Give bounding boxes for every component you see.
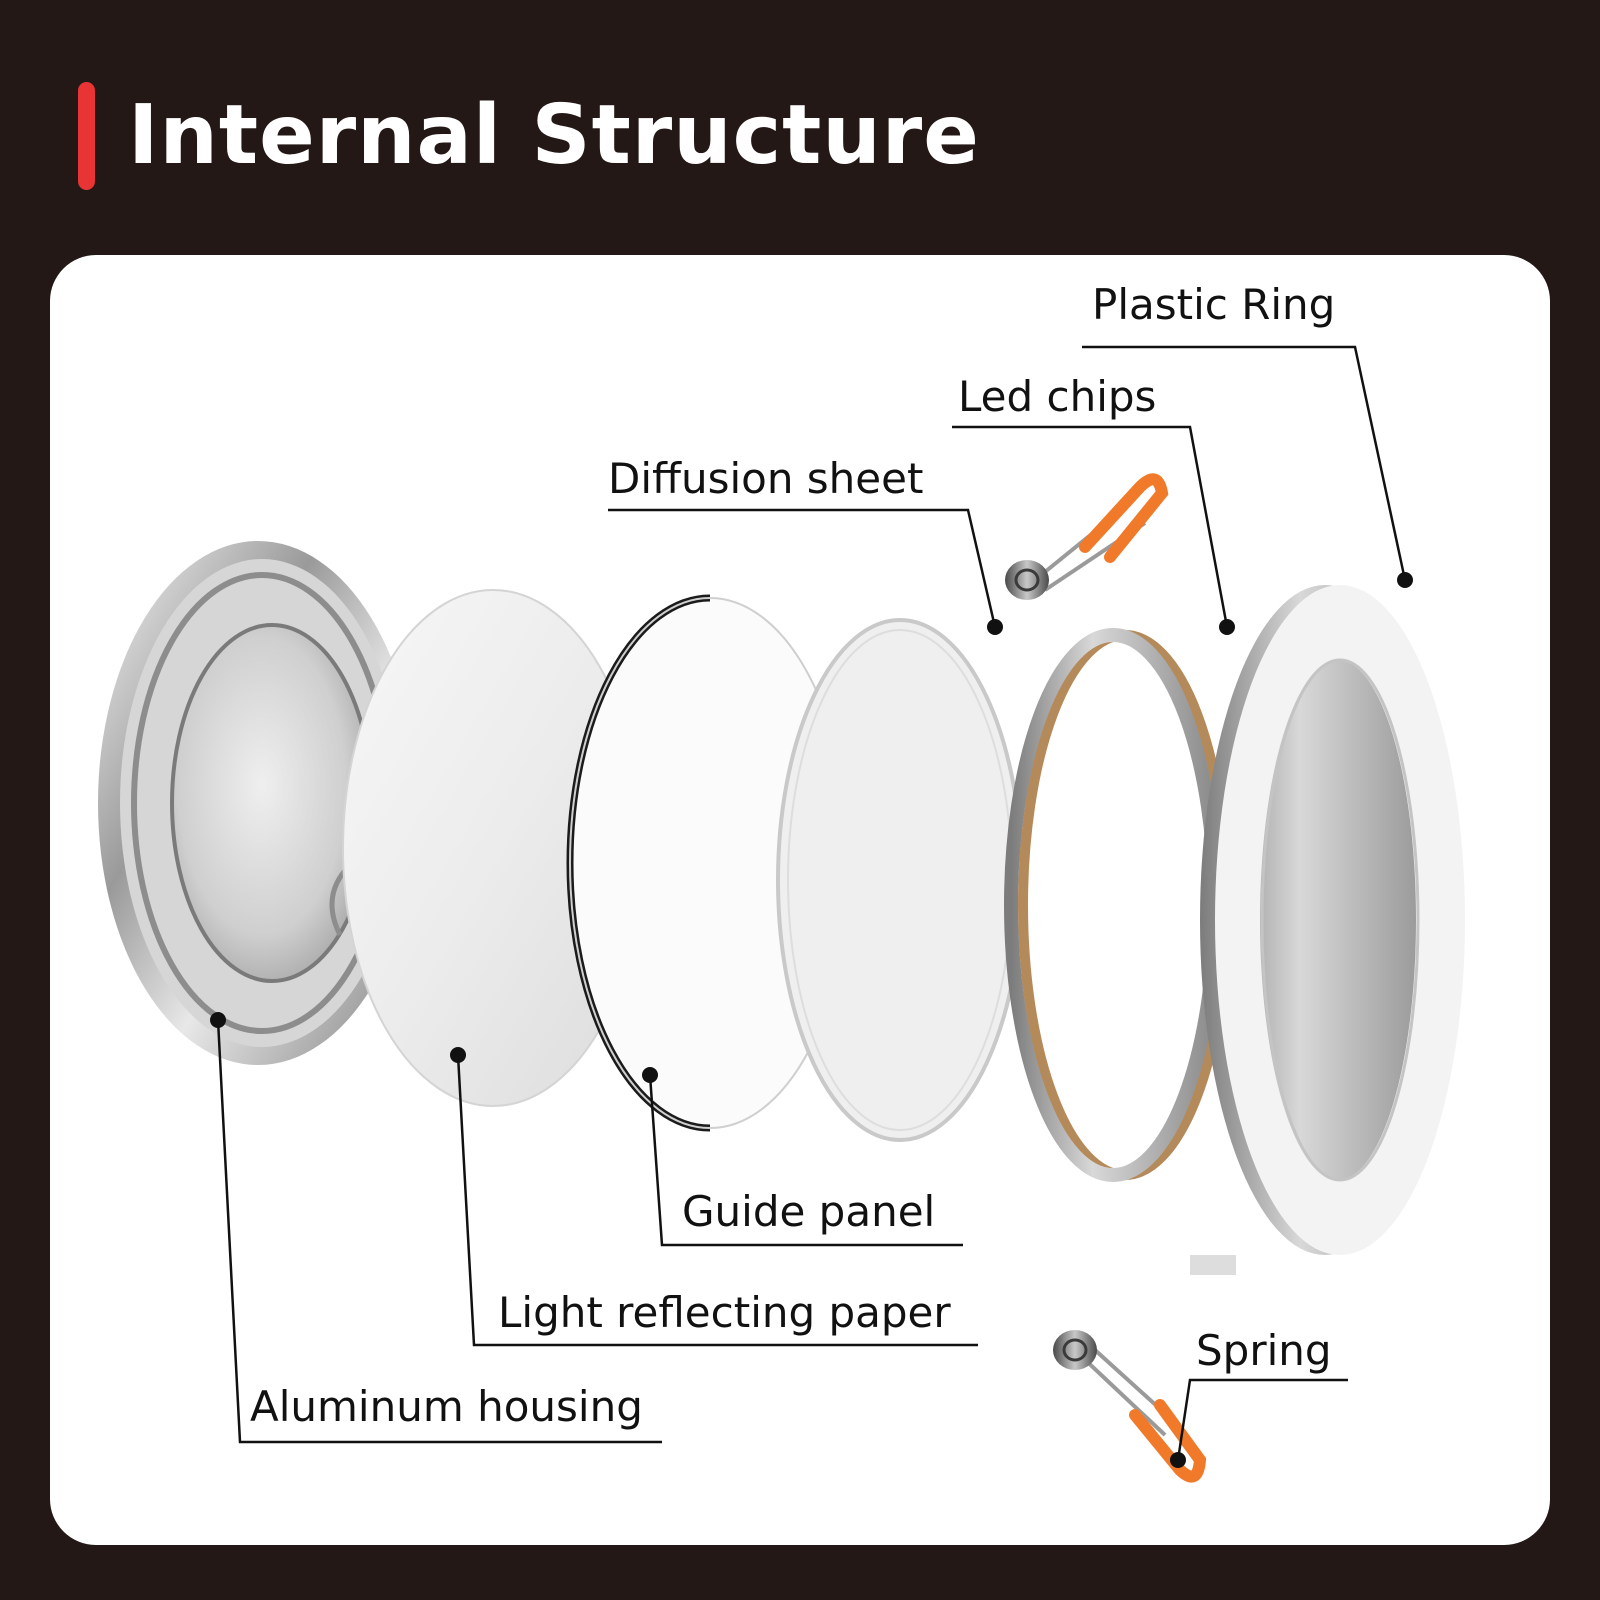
- leader-line-spring: [1176, 1378, 1348, 1461]
- leader-line-guide-panel: [648, 1074, 963, 1247]
- label-spring: Spring: [1196, 1326, 1332, 1375]
- leader-dot-plastic-ring: [1397, 572, 1413, 588]
- leader-dot-diffusion-sheet: [987, 619, 1003, 635]
- led-chips-part: [1004, 628, 1232, 1182]
- leader-dot-led-chips: [1219, 619, 1235, 635]
- aluminum-housing-part: [98, 541, 418, 1065]
- plastic-ring-part: [1190, 585, 1465, 1275]
- page-title: Internal Structure: [128, 88, 980, 183]
- label-aluminum-housing: Aluminum housing: [250, 1382, 643, 1431]
- diagram-panel: Plastic Ring Led chips Diffusion sheet G…: [50, 255, 1550, 1545]
- spring-top-part: [1005, 473, 1169, 600]
- label-light-reflecting-paper: Light reflecting paper: [498, 1288, 951, 1337]
- spring-bottom-part: [1053, 1330, 1207, 1483]
- label-guide-panel: Guide panel: [682, 1187, 936, 1236]
- leader-dot-aluminum-housing: [210, 1012, 226, 1028]
- leader-dot-guide-panel: [642, 1067, 658, 1083]
- leader-dot-light-reflecting-paper: [450, 1047, 466, 1063]
- label-led-chips: Led chips: [958, 372, 1157, 421]
- leader-line-led-chips: [952, 425, 1229, 628]
- exploded-view-diagram: [98, 345, 1465, 1483]
- diffusion-sheet-part: [776, 618, 1024, 1142]
- leader-line-diffusion-sheet: [608, 508, 997, 628]
- label-diffusion-sheet: Diffusion sheet: [608, 454, 924, 503]
- leader-line-aluminum-housing: [216, 1019, 662, 1444]
- leader-dot-spring: [1170, 1452, 1186, 1468]
- label-plastic-ring: Plastic Ring: [1092, 280, 1336, 329]
- leader-line-light-reflecting-paper: [456, 1054, 978, 1347]
- title-accent-bar: [78, 82, 95, 190]
- leader-line-plastic-ring: [1082, 345, 1407, 581]
